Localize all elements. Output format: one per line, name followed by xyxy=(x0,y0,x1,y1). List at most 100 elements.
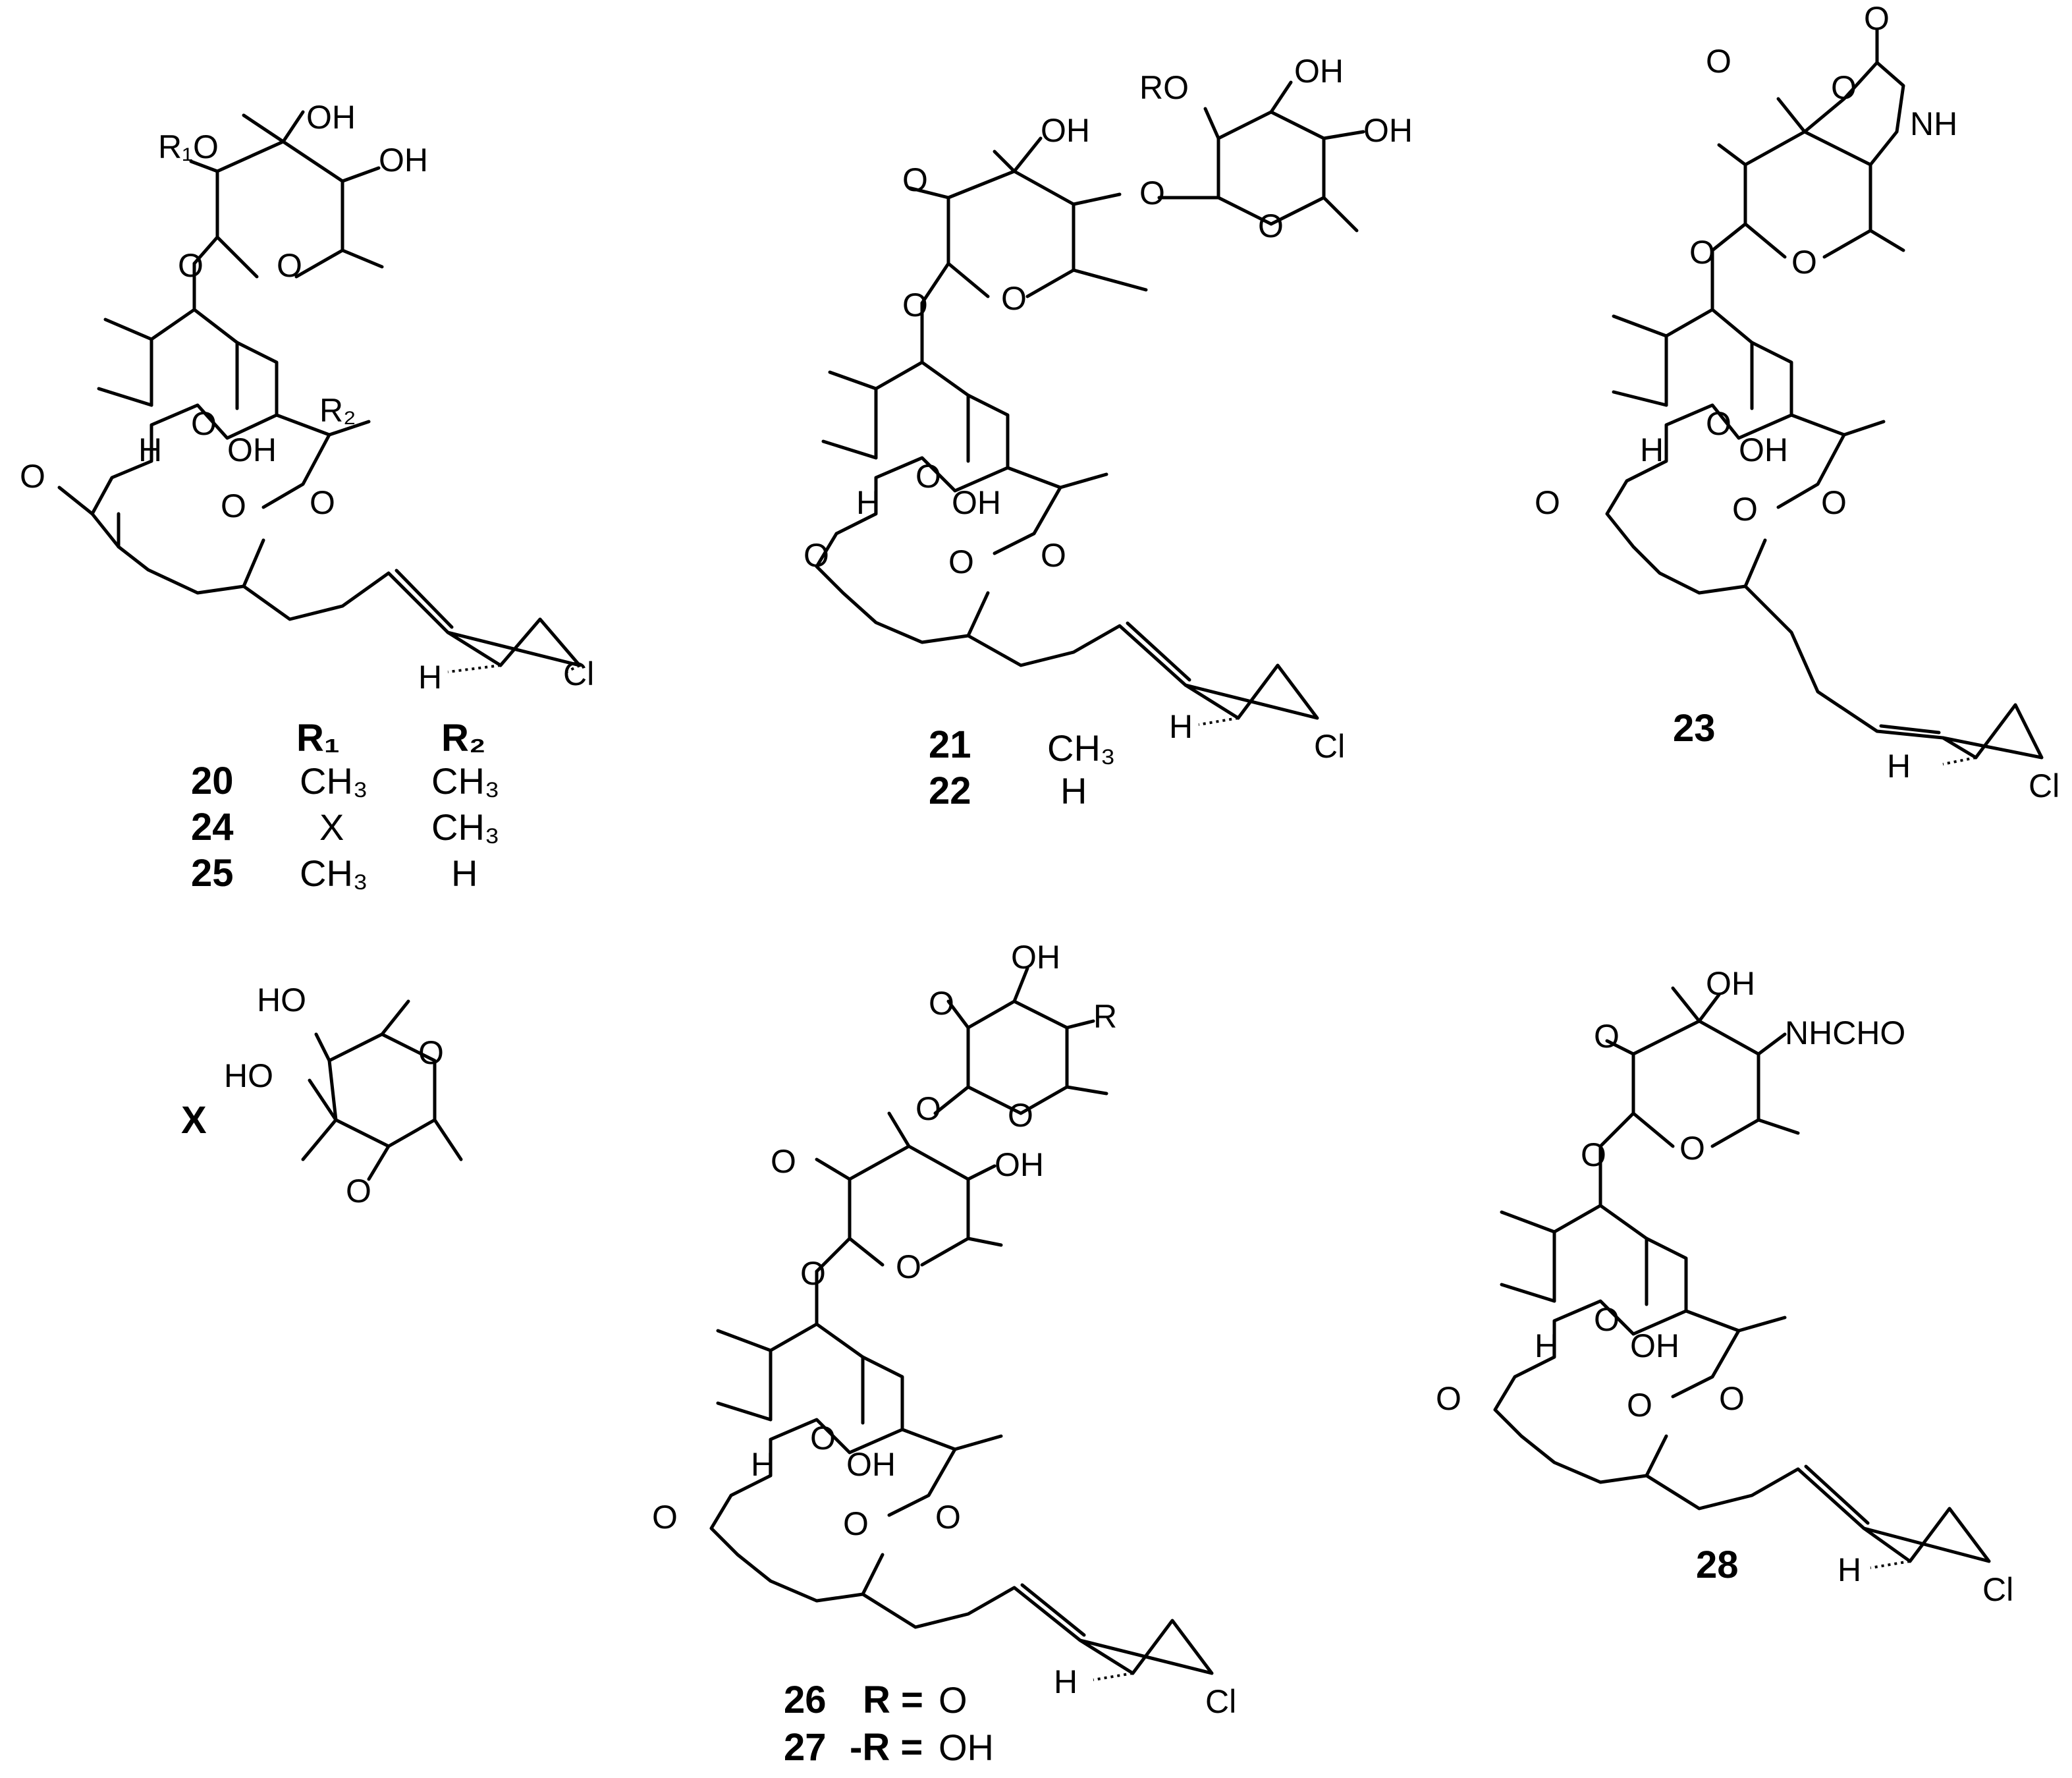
label-o: O xyxy=(221,487,246,524)
label-h: H xyxy=(1054,1663,1077,1700)
label-h: H xyxy=(1169,708,1193,745)
label-o: O xyxy=(1041,537,1066,574)
label-h: H xyxy=(418,659,442,696)
label-oh: OH xyxy=(846,1446,896,1483)
label-oh: OH xyxy=(1363,112,1413,149)
label-o: O xyxy=(902,161,928,198)
label-oh: OH xyxy=(1294,53,1344,90)
label-o: O xyxy=(1732,491,1758,528)
label-cl: Cl xyxy=(1314,728,1345,765)
label-o: O xyxy=(1594,1301,1620,1338)
structure-23: O O NH O O O O H OH O O O H Cl 23 xyxy=(1535,0,2059,804)
label-o: O xyxy=(191,405,217,442)
label-o: O xyxy=(1535,484,1560,521)
label-o: O xyxy=(1864,0,1890,37)
label-oh: OH xyxy=(1706,965,1755,1002)
label-o: O xyxy=(346,1173,371,1209)
label-o: O xyxy=(310,484,335,521)
label-o: O xyxy=(652,1499,678,1536)
label-o: O xyxy=(1831,69,1857,106)
compound-number: 23 xyxy=(1673,707,1716,750)
label-ho: HO xyxy=(257,982,306,1018)
label-cl: Cl xyxy=(1205,1683,1236,1720)
r1-value: CH₃ xyxy=(300,852,368,894)
label-o: O xyxy=(843,1505,869,1542)
label-o: O xyxy=(1594,1018,1620,1055)
label-h: H xyxy=(1887,748,1911,785)
compound-number: 28 xyxy=(1696,1543,1739,1586)
label-o: O xyxy=(1791,244,1817,281)
label-oh: OH xyxy=(995,1146,1044,1183)
structure-20-24-25: R₁O OH OH O O O R₂ H OH O O O H Cl xyxy=(20,99,594,696)
label-h: H xyxy=(751,1446,775,1483)
structure-28: OH NHCHO O O O O H OH O O O H Cl 28 xyxy=(1436,965,2013,1608)
label-o: O xyxy=(1008,1097,1033,1134)
label-o: O xyxy=(1689,234,1715,271)
label-h: H xyxy=(1535,1327,1558,1364)
compound-number: 24 xyxy=(191,806,234,848)
structure-21-22: RO OH OH O O OH O O O O H OH O O O H Cl xyxy=(804,53,1413,765)
label-nhcho: NHCHO xyxy=(1785,1014,1905,1051)
label-o: O xyxy=(418,1034,444,1071)
r-value: H xyxy=(1060,770,1087,812)
compound-number: 27 xyxy=(784,1726,827,1769)
label-o: O xyxy=(1581,1136,1606,1173)
substituent-table-26: 26 R = O 27 -R = OH xyxy=(784,1679,994,1769)
label-oh: OH xyxy=(1011,939,1060,976)
label-o: O xyxy=(277,247,302,284)
label-o: O xyxy=(1719,1380,1745,1417)
label-o: O xyxy=(948,543,974,580)
substituent-table-21: 21 CH₃ 22 H xyxy=(929,723,1116,812)
label-o: O xyxy=(929,985,954,1022)
r2-value: CH₃ xyxy=(431,760,500,802)
label-o: O xyxy=(1679,1130,1705,1167)
structure-26-27: OH R O O O OH O O O O H OH O O O H Cl xyxy=(652,939,1236,1720)
label-o: O xyxy=(915,1090,941,1127)
r-value: OH xyxy=(939,1727,994,1768)
r-value: CH₃ xyxy=(1047,727,1116,769)
label-o: O xyxy=(800,1255,826,1292)
label-ho: HO xyxy=(224,1057,273,1094)
label-cl: Cl xyxy=(1982,1571,2013,1608)
label-oh: OH xyxy=(1739,431,1788,468)
label-oh: OH xyxy=(306,99,356,136)
label-h: H xyxy=(856,484,880,521)
r2-value: CH₃ xyxy=(431,806,500,848)
r1-value: CH₃ xyxy=(300,760,368,802)
label-o: O xyxy=(810,1420,836,1457)
r-prefix: R = xyxy=(863,1679,923,1721)
r2-value: H xyxy=(451,852,477,894)
substituent-table-20: R₁ R₂ 20 CH₃ CH₃ 24 X CH₃ 25 CH₃ H xyxy=(191,717,500,895)
label-h: H xyxy=(138,431,162,468)
table-header-r1: R₁ xyxy=(296,717,340,760)
label-nh: NH xyxy=(1910,105,1957,142)
label-o: O xyxy=(20,458,45,495)
compound-number: 26 xyxy=(784,1679,827,1721)
label-o: O xyxy=(915,458,941,495)
label-r2: R₂ xyxy=(319,392,356,429)
compound-number: 21 xyxy=(929,723,971,766)
label-o: O xyxy=(1436,1380,1461,1417)
label-o: O xyxy=(178,247,204,284)
label-oh: OH xyxy=(1041,112,1090,149)
compound-number: 20 xyxy=(191,760,234,802)
label-r1o: R₁O xyxy=(158,128,219,165)
label-o: O xyxy=(902,287,928,323)
compound-number: 22 xyxy=(929,769,971,812)
label-o: O xyxy=(771,1143,796,1180)
label-o: O xyxy=(1627,1387,1652,1424)
table-header-r2: R₂ xyxy=(441,717,486,760)
label-ro: RO xyxy=(1139,69,1189,106)
label-r: R xyxy=(1093,998,1117,1035)
label-o: O xyxy=(1706,43,1731,80)
r-prefix: -R = xyxy=(850,1726,923,1769)
label-cl: Cl xyxy=(563,655,594,692)
fragment-x: HO HO O O X xyxy=(181,982,463,1209)
r1-value: X xyxy=(319,806,344,848)
label-o: O xyxy=(896,1248,921,1285)
label-o: O xyxy=(804,537,829,574)
label-h: H xyxy=(1838,1551,1861,1588)
label-cl: Cl xyxy=(2029,767,2059,804)
label-o: O xyxy=(1821,484,1847,521)
